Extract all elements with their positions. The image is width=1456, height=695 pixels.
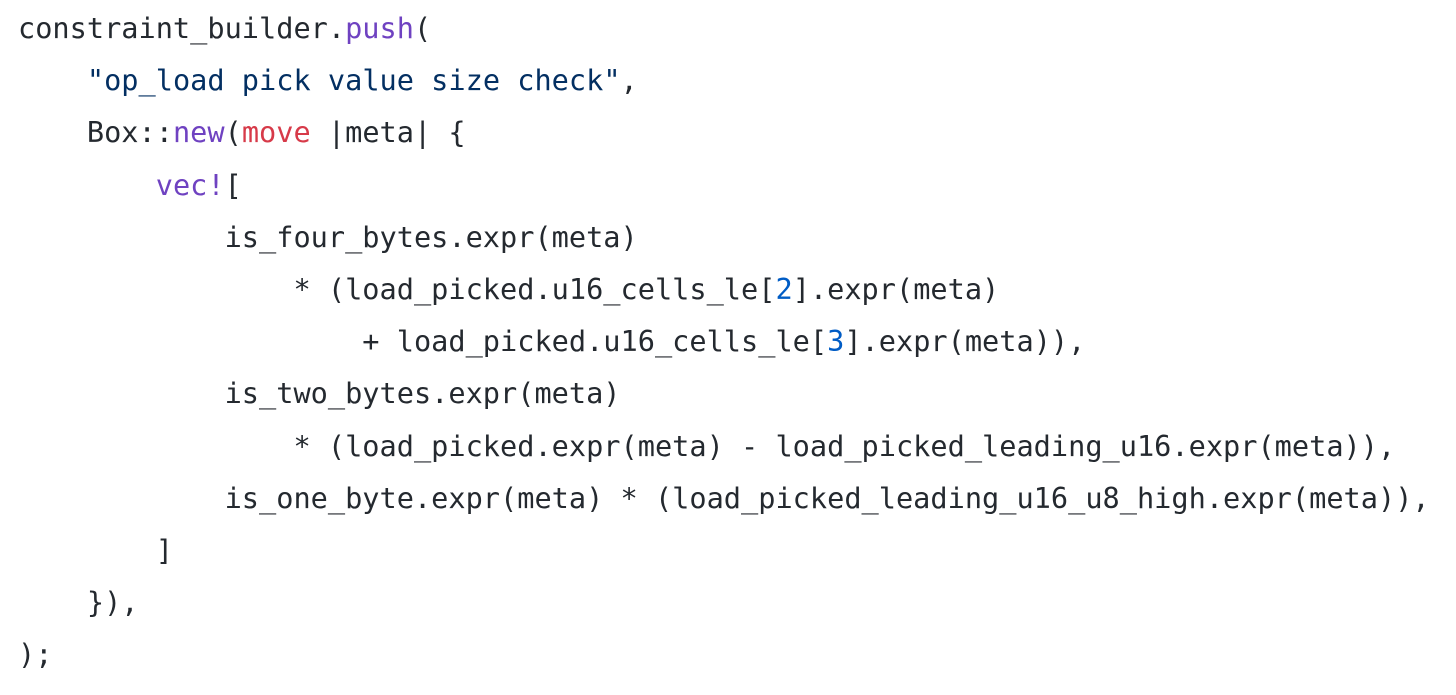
code-token-fn: vec! (155, 167, 225, 202)
code-token-plain: * (load_picked.u16_cells_le[ (18, 271, 776, 306)
code-token-plain (18, 63, 87, 97)
code-token-plain: is_one_byte.expr(meta) * (load_picked_le… (18, 480, 1430, 515)
code-token-plain: is_four_bytes.expr(meta) (18, 219, 638, 254)
code-token-num: 3 (827, 324, 845, 359)
code-token-plain: , (620, 63, 638, 98)
code-line: ); (18, 628, 1430, 680)
code-token-plain: ( (413, 11, 432, 45)
code-token-fn: new (172, 115, 225, 150)
code-token-plain: ].expr(meta)), (844, 324, 1086, 359)
code-line: constraint_builder.push( (18, 2, 1430, 54)
code-line: + load_picked.u16_cells_le[3].expr(meta)… (18, 315, 1430, 367)
code-line: "op_load pick value size check", (18, 54, 1430, 106)
code-token-plain: Box:: (18, 115, 173, 150)
code-token-fn: push (345, 11, 414, 45)
code-block: constraint_builder.push( "op_load pick v… (18, 2, 1430, 680)
code-line: is_one_byte.expr(meta) * (load_picked_le… (18, 472, 1430, 524)
code-line: ] (18, 524, 1430, 576)
code-token-plain: + load_picked.u16_cells_le[ (18, 324, 828, 359)
code-token-plain: constraint_builder. (18, 11, 346, 45)
code-token-plain: is_two_bytes.expr(meta) (18, 376, 621, 411)
code-line: }), (18, 576, 1430, 628)
code-token-num: 2 (775, 271, 793, 306)
code-token-kw: move (241, 115, 311, 150)
code-token-plain: * (load_picked.expr(meta) - load_picked_… (18, 428, 1396, 463)
code-token-plain: ( (224, 115, 242, 150)
code-token-plain: ); (18, 637, 53, 672)
code-line: * (load_picked.u16_cells_le[2].expr(meta… (18, 263, 1430, 315)
code-line: * (load_picked.expr(meta) - load_picked_… (18, 420, 1430, 472)
code-token-plain: ] (18, 532, 173, 567)
code-token-plain: |meta| { (310, 115, 466, 150)
code-token-plain: }), (18, 585, 139, 620)
code-line: Box::new(move |meta| { (18, 106, 1430, 158)
code-token-plain (18, 168, 156, 202)
code-line: vec![ (18, 159, 1430, 211)
code-line: is_four_bytes.expr(meta) (18, 211, 1430, 263)
code-token-plain: ].expr(meta) (792, 271, 1000, 306)
code-line: is_two_bytes.expr(meta) (18, 367, 1430, 419)
code-token-plain: [ (224, 167, 242, 202)
code-token-str: "op_load pick value size check" (86, 63, 621, 98)
